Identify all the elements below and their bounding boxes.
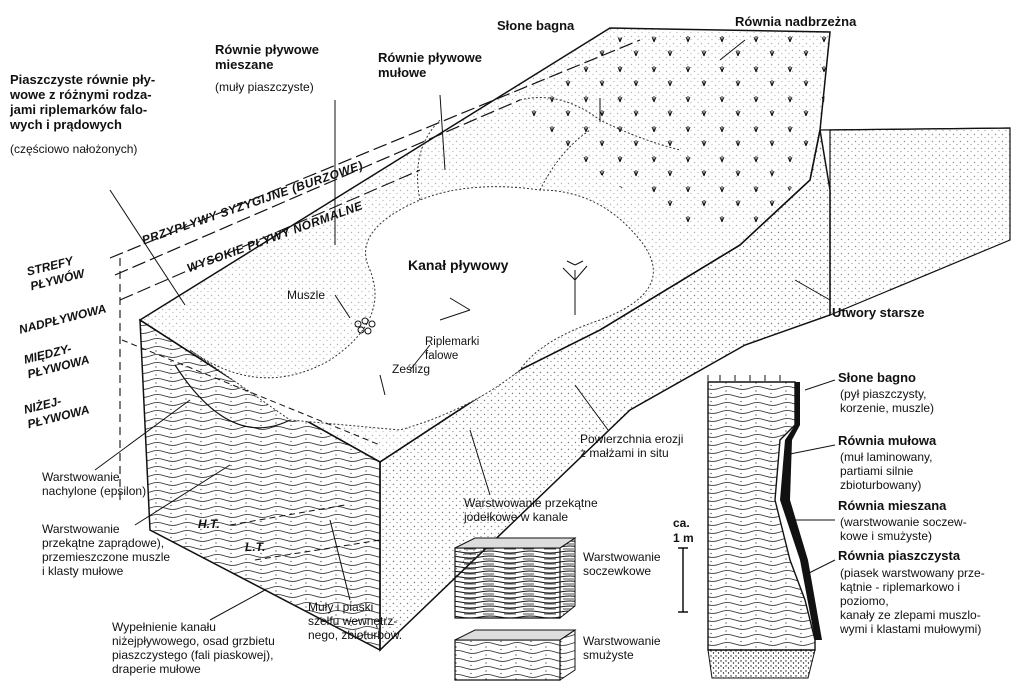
col-rownia-mieszana-desc: (warstwowanie soczew- kowe i smużyste) (840, 515, 967, 543)
label-muly-i-piaski: Muły i piaski szelfu wewnętrz- nego, zbi… (308, 600, 403, 642)
label-muly-piaszczyste: (muły piaszczyste) (215, 80, 314, 94)
flaser-bedding-block (454, 629, 577, 681)
label-scale: ca. 1 m (673, 516, 694, 545)
label-warstwowanie-przekatne: Warstwowanie przekątne zaprądowe), przem… (42, 522, 171, 578)
label-rownie-mieszane: Równie pływowe mieszane (215, 42, 320, 72)
scale-bar (678, 547, 688, 613)
label-smuzyste: Warstwowanie smużyste (583, 634, 661, 662)
label-powierzchnia-erozji: Powierzchnia erozji z małżami in situ (580, 432, 684, 460)
label-rownie-mulowe: Równie pływowe mułowe (378, 50, 483, 80)
lenticular-bedding-block (454, 537, 577, 620)
label-kanal-plywowy: Kanał pływowy (408, 257, 509, 273)
col-rownia-mulowa-desc: (muł laminowany, partiami silnie zbiotur… (840, 450, 933, 492)
label-lt: L.T. (245, 540, 266, 554)
label-utwory-starsze: Utwory starsze (832, 305, 925, 320)
col-rownia-piaszczysta-desc: (piasek warstwowany prze- kątnie - riple… (840, 566, 985, 636)
stratigraphic-column (707, 375, 822, 679)
label-riplemarki-falowe: Riplemarki falowe (425, 336, 480, 362)
col-rownia-mieszana-title: Równia mieszana (838, 498, 947, 513)
label-muszle: Muszle (287, 288, 326, 302)
shells-cluster (354, 317, 376, 335)
column-pointers (784, 379, 836, 576)
col-rownia-piaszczysta-title: Równia piaszczysta (838, 548, 961, 563)
label-slone-bagna: Słone bagna (497, 18, 575, 33)
tide-lines (109, 39, 641, 561)
col-slone-bagno-title: Słone bagno (838, 370, 916, 385)
label-warstwowanie-jodelkowe: Warstwowanie przekątne jodełkowe w kanal… (464, 496, 598, 524)
label-wypelnienie-kanalu: Wypełnienie kanału niżejpływowego, osad … (112, 620, 275, 676)
label-ht: H.T. (198, 517, 220, 531)
col-slone-bagno-desc: (pył piaszczysty, korzenie, muszle) (840, 387, 935, 415)
label-czesciowo-nalozonych: (częściowo nałożonych) (10, 142, 138, 156)
label-warstwowanie-nachylone: Warstwowanie nachylone (epsilon) (42, 470, 147, 498)
block-right-face (379, 127, 1011, 652)
tidal-channel (189, 119, 654, 431)
label-soczewkowe: Warstwowanie soczewkowe (583, 550, 661, 578)
label-zeslizg: Ześlizg (392, 362, 431, 376)
label-rownia-nadbrzezna: Równia nadbrzeżna (735, 14, 857, 29)
label-piaszczyste-rownie: Piaszczyste równie pły- wowe z różnymi r… (10, 72, 156, 132)
col-rownia-mulowa-title: Równia mułowa (838, 433, 937, 448)
pointer-lines (94, 39, 831, 621)
